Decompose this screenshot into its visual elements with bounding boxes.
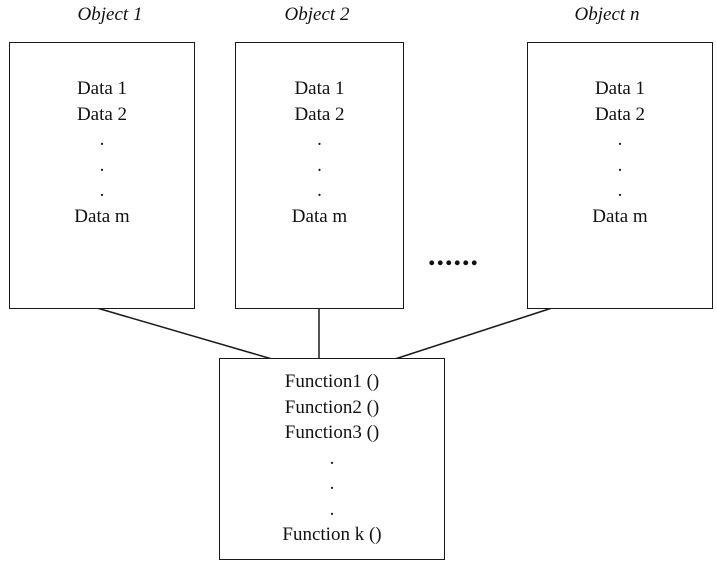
function-item: Function k () — [282, 524, 382, 545]
object-2-data-list: Data 1 Data 2 . . . Data m — [236, 76, 403, 229]
object-2-box: Data 1 Data 2 . . . Data m — [235, 42, 404, 309]
object-2-ellipsis-dot: . — [317, 180, 322, 201]
object-n-title: Object n — [574, 4, 640, 25]
function-item: Function3 () — [284, 422, 380, 443]
function-ellipsis-dot: . — [329, 447, 335, 469]
object-1-data-item: Data 2 — [76, 103, 128, 125]
object-2-title: Object 2 — [284, 4, 350, 25]
object-n-data-item: Data 2 — [594, 103, 646, 125]
object-2-data-item: Data 1 — [294, 78, 345, 99]
function-item: Function1 () — [284, 371, 380, 392]
function-ellipsis-dot: . — [329, 498, 335, 520]
connector-object-1 — [96, 307, 273, 360]
object-2-data-item: Data m — [291, 205, 348, 227]
object-2-ellipsis-dot: . — [317, 154, 322, 176]
connector-object-n — [394, 307, 553, 360]
object-n-ellipsis-dot: . — [617, 129, 623, 150]
function-box: Function1 () Function2 () Function3 () .… — [219, 358, 445, 560]
function-item: Function2 () — [284, 396, 380, 418]
function-list: Function1 () Function2 () Function3 () .… — [220, 369, 444, 548]
object-n-box: Data 1 Data 2 . . . Data m — [527, 42, 713, 309]
object-n-ellipsis-dot: . — [617, 180, 623, 201]
object-1-box: Data 1 Data 2 . . . Data m — [9, 42, 195, 309]
object-2-data-item: Data 2 — [294, 103, 345, 125]
objects-ellipsis: ...... — [428, 239, 479, 272]
object-1-ellipsis-dot: . — [99, 154, 105, 176]
object-1-ellipsis-dot: . — [99, 180, 105, 201]
function-ellipsis-dot: . — [329, 473, 335, 494]
object-2-ellipsis-dot: . — [317, 129, 322, 150]
object-n-data-item: Data 1 — [594, 78, 646, 99]
object-n-data-item: Data m — [592, 205, 648, 227]
object-1-title: Object 1 — [77, 4, 143, 25]
object-1-data-list: Data 1 Data 2 . . . Data m — [10, 76, 194, 229]
object-n-data-list: Data 1 Data 2 . . . Data m — [528, 76, 712, 229]
object-1-data-item: Data 1 — [76, 78, 128, 99]
object-1-data-item: Data m — [74, 205, 130, 227]
object-n-ellipsis-dot: . — [617, 154, 623, 176]
object-1-ellipsis-dot: . — [99, 129, 105, 150]
